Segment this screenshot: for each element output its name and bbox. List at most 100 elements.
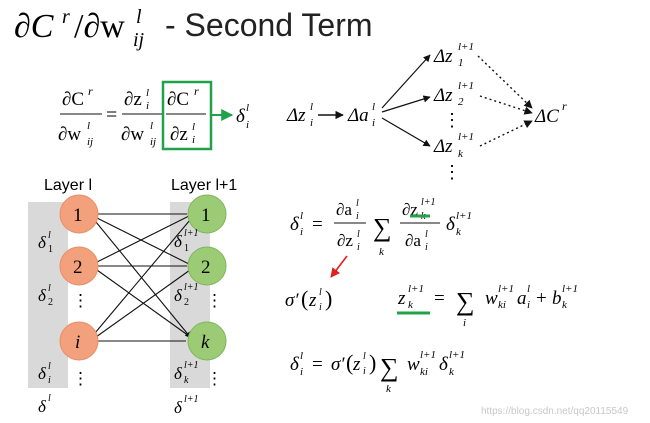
svg-text:Δz: Δz: [433, 85, 453, 106]
svg-text:=: =: [106, 104, 117, 126]
svg-text:i: i: [527, 299, 530, 311]
svg-text:(: (: [301, 286, 308, 311]
watermark: https://blog.csdn.net/qq20115549: [481, 406, 629, 417]
svg-text:l: l: [425, 229, 428, 240]
connections: [94, 213, 192, 342]
svg-text:z: z: [308, 290, 317, 311]
right-node-1: 1: [187, 194, 227, 234]
svg-text:i: i: [319, 302, 322, 313]
svg-text:i: i: [357, 242, 360, 253]
svg-text:⋮: ⋮: [72, 369, 89, 388]
svg-text:=: =: [434, 288, 445, 309]
svg-text:i: i: [48, 375, 51, 386]
svg-text:l+1: l+1: [421, 197, 436, 208]
svg-text:l+1: l+1: [184, 360, 199, 371]
svg-text:δ: δ: [174, 398, 183, 417]
svg-text:l+1: l+1: [420, 349, 436, 361]
svg-text:k: k: [456, 226, 462, 238]
layer-left-label: Layer l: [44, 177, 92, 194]
svg-text:l: l: [300, 210, 303, 222]
svg-text:r: r: [194, 84, 199, 98]
right-node-2: 2: [187, 246, 227, 286]
svg-text:δ: δ: [38, 233, 47, 252]
svg-text:Δz: Δz: [433, 136, 453, 157]
svg-text:δ: δ: [439, 354, 449, 375]
svg-text:i: i: [463, 317, 466, 329]
svg-text:2: 2: [184, 297, 189, 308]
svg-text:l: l: [246, 102, 249, 114]
svg-text:l+1: l+1: [458, 131, 474, 143]
svg-text:2: 2: [73, 257, 83, 278]
left-node-2: 2: [59, 246, 99, 286]
sigma-prime-expression: σ′ ( z l i ): [285, 286, 332, 313]
svg-text:i: i: [246, 119, 249, 131]
svg-text:l: l: [363, 351, 366, 362]
left-layer-panel: [28, 202, 68, 388]
svg-text:∂z: ∂z: [337, 231, 353, 250]
svg-text:r: r: [88, 84, 93, 98]
svg-text:l: l: [319, 287, 322, 298]
svg-text:i: i: [300, 226, 303, 238]
svg-text:ij: ij: [150, 136, 156, 148]
svg-text:k: k: [201, 332, 210, 353]
svg-text:l: l: [527, 283, 530, 295]
svg-text:1: 1: [201, 205, 211, 226]
svg-text:l: l: [192, 121, 195, 133]
svg-text:⋮: ⋮: [443, 110, 461, 130]
network-diagram: Layer l Layer l+1 1 2 i: [28, 177, 237, 417]
svg-text:(: (: [346, 350, 353, 375]
svg-text:⋮: ⋮: [206, 291, 223, 310]
svg-text:l: l: [372, 101, 375, 113]
svg-text:δ: δ: [174, 232, 183, 251]
svg-text:ΔC: ΔC: [534, 106, 559, 127]
svg-text:k: k: [562, 299, 568, 311]
svg-text:∂z: ∂z: [124, 89, 142, 110]
svg-text:δ: δ: [174, 286, 183, 305]
svg-text:2: 2: [48, 297, 53, 308]
svg-text:z: z: [397, 288, 406, 309]
svg-text:): ): [325, 286, 332, 311]
svg-text:2: 2: [201, 257, 211, 278]
svg-text:ij: ij: [87, 136, 93, 148]
svg-text:z: z: [352, 354, 361, 375]
svg-text:∂a: ∂a: [336, 200, 352, 219]
svg-text:∂z: ∂z: [402, 200, 418, 219]
slide-title: ∂C r /∂w l ij - Second Term: [14, 6, 373, 51]
svg-text:a: a: [517, 288, 527, 309]
svg-text:k: k: [458, 148, 464, 160]
svg-text:⋮: ⋮: [443, 162, 461, 182]
svg-text:i: i: [192, 134, 195, 146]
svg-text:i: i: [310, 117, 313, 129]
svg-text:l: l: [48, 393, 51, 404]
delta-final-equation: δ l i = σ′ ( z l i ) ∑ k w l+1 ki δ l+1 …: [290, 349, 465, 395]
svg-text:∑: ∑: [373, 213, 392, 242]
svg-text:k: k: [386, 383, 392, 395]
svg-text:l+1: l+1: [456, 210, 472, 222]
svg-text:l+1: l+1: [184, 394, 199, 405]
svg-text:l: l: [48, 361, 51, 372]
svg-text:⋮: ⋮: [206, 369, 223, 388]
svg-text:k: k: [184, 375, 189, 386]
svg-text:l+1: l+1: [498, 283, 514, 295]
svg-text:δ: δ: [38, 364, 47, 383]
svg-text:k: k: [449, 366, 455, 378]
svg-text:b: b: [552, 288, 562, 309]
svg-text:σ′: σ′: [285, 290, 299, 311]
svg-text:∂C: ∂C: [62, 89, 84, 110]
svg-text:i: i: [300, 366, 303, 378]
svg-text:δ: δ: [290, 354, 300, 375]
left-node-1: 1: [59, 194, 99, 234]
z-definition-equation: z l+1 k = ∑ i w l+1 ki a l i + b l+1 k: [397, 283, 578, 329]
svg-text:w: w: [485, 288, 498, 309]
svg-text:∂C: ∂C: [167, 89, 189, 110]
svg-text:/∂w: /∂w: [74, 8, 125, 45]
svg-text:i: i: [372, 117, 375, 129]
svg-text:i: i: [356, 211, 359, 222]
svg-text:∂z: ∂z: [170, 124, 188, 145]
title-suffix: - Second Term: [165, 7, 373, 43]
svg-text:δ: δ: [174, 364, 183, 383]
svg-text:l+1: l+1: [458, 80, 474, 92]
svg-text:l: l: [87, 120, 90, 132]
svg-text:Δz: Δz: [433, 46, 453, 67]
